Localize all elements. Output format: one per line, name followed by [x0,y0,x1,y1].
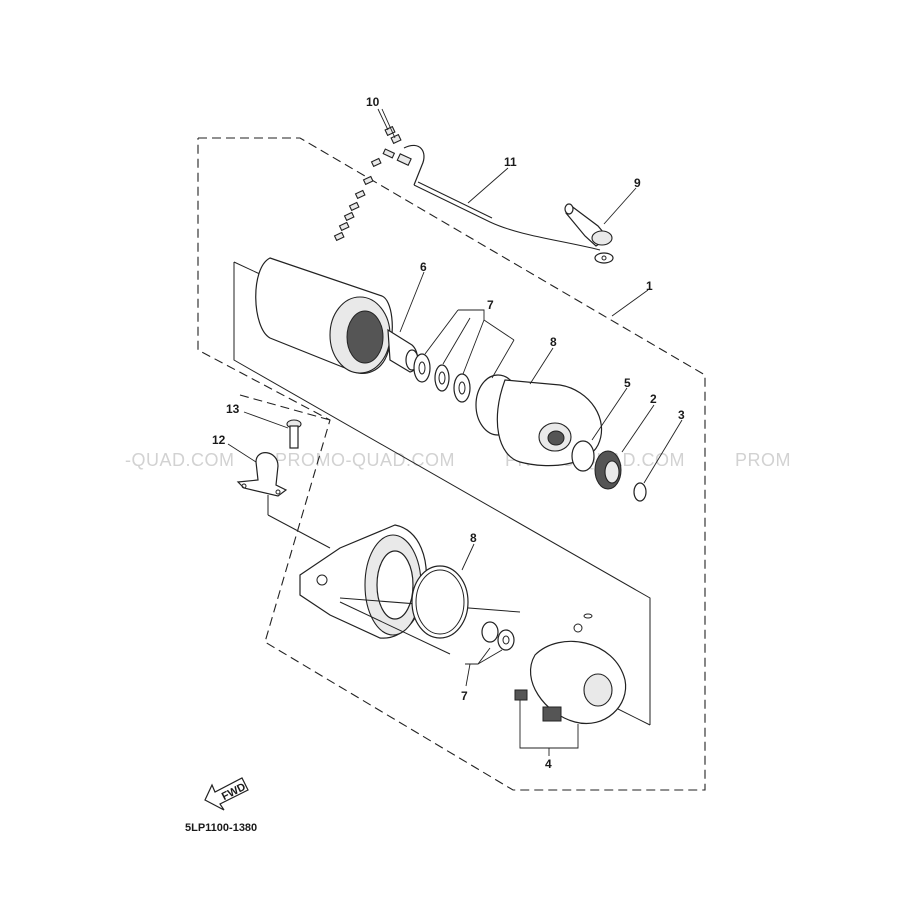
callout-9: 9 [634,176,641,190]
callout-11: 11 [504,155,517,169]
callout-6: 6 [420,260,427,274]
part-10-nuts [333,125,402,242]
callout-3: 3 [678,408,685,422]
callout-8-lower: 8 [470,531,477,545]
callout-2: 2 [650,392,657,406]
callout-8-upper: 8 [550,335,557,349]
part-2-pinion-gear [594,450,622,490]
callout-12: 12 [212,433,226,447]
callout-4: 4 [545,757,552,771]
fwd-label: FWD [220,781,248,803]
callout-1: 1 [646,279,653,293]
part-7-washers-upper [413,353,471,403]
frame-left-top [233,261,263,276]
part-9-boot-cover [564,203,613,247]
part-3-circlip [633,482,647,502]
part-7-washers-lower [481,621,515,651]
part-8-gasket-lower [411,565,469,639]
callout-7-upper: 7 [487,298,494,312]
frame-lower-diag [267,514,331,549]
watermark-row: -QUAD.COM PROMO-QUAD.COM PROMO-QUAD.COM … [125,450,791,470]
fwd-arrow-icon: FWD [204,777,249,811]
rear-housing [299,524,521,655]
assembly-outline-upper [197,137,706,791]
callout-13: 13 [226,402,240,416]
part-11-cable [382,144,614,264]
callout-7-lower: 7 [461,689,468,703]
callout-10: 10 [366,95,380,109]
part-13-bolt [286,419,302,449]
callout-leaders [227,108,683,756]
part-6-motor-yoke [255,257,419,374]
motor-frame-line-top [233,262,651,725]
part-4-brush-holder [514,613,627,725]
watermark-2: PROMO-QUAD.COM [275,450,455,470]
part-8-gasket-lower-inner [415,569,465,635]
callout-numbers: 10 11 9 1 6 7 8 5 2 3 13 12 8 7 4 [212,95,685,771]
bracket-group-outline [239,394,331,421]
watermark-1: -QUAD.COM [125,450,235,470]
callout-5: 5 [624,376,631,390]
watermark-4: PROM [735,450,791,470]
part-5-o-ring [571,440,595,472]
diagram-code: 5LP1100-1380 [185,822,257,834]
part-12-bracket [236,452,288,497]
